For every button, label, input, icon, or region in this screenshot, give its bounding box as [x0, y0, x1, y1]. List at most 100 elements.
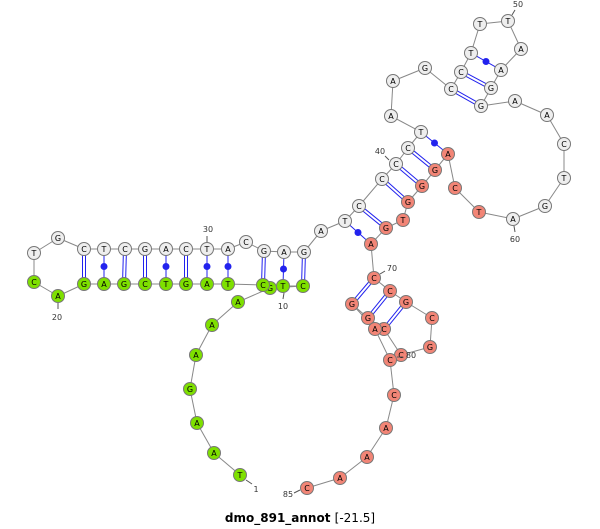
svg-text:C: C	[448, 85, 454, 94]
nucleotide-53: G	[484, 81, 498, 95]
nucleotide-83: A	[360, 450, 374, 464]
svg-text:A: A	[281, 248, 287, 257]
svg-text:G: G	[488, 84, 494, 93]
svg-text:T: T	[31, 249, 37, 258]
svg-text:C: C	[391, 391, 397, 400]
svg-text:A: A	[204, 280, 210, 289]
svg-text:T: T	[237, 471, 243, 480]
svg-text:A: A	[318, 227, 324, 236]
nucleotide-16: C	[138, 277, 152, 291]
svg-text:T: T	[342, 217, 348, 226]
base-pair	[224, 255, 232, 278]
svg-text:G: G	[349, 300, 355, 309]
nucleotide-24: C	[77, 242, 91, 256]
svg-text:G: G	[121, 280, 127, 289]
svg-text:C: C	[243, 238, 249, 247]
nucleotide-65: G	[415, 179, 429, 193]
index-label-80: 80	[397, 351, 416, 360]
wobble-pair-dot	[224, 263, 232, 270]
nucleotide-48: T	[464, 46, 478, 60]
index-label-40: 40	[375, 147, 390, 161]
svg-text:A: A	[163, 245, 169, 254]
svg-text:A: A	[209, 321, 215, 330]
svg-text:C: C	[300, 282, 306, 291]
nucleotide-46: C	[444, 82, 458, 96]
svg-text:G: G	[405, 198, 411, 207]
free-energy: [-21.5]	[334, 511, 376, 525]
nucleotide-38: C	[352, 199, 366, 213]
wobble-pair-dot	[162, 263, 170, 270]
svg-text:C: C	[452, 184, 458, 193]
nucleotide-40: C	[389, 157, 403, 171]
svg-text:A: A	[225, 245, 231, 254]
svg-text:G: G	[432, 166, 438, 175]
svg-text:A: A	[518, 45, 524, 54]
svg-text:G: G	[427, 343, 433, 352]
nucleotide-78: G	[345, 297, 359, 311]
nucleotide-6: A	[205, 318, 219, 332]
svg-text:A: A	[364, 453, 370, 462]
svg-text:C: C	[458, 68, 464, 77]
svg-text:C: C	[398, 351, 404, 360]
base-pair	[386, 305, 404, 326]
svg-text:C: C	[81, 245, 87, 254]
svg-text:G: G	[261, 247, 267, 256]
wobble-pair-dot	[354, 229, 362, 236]
base-pair	[280, 258, 287, 280]
svg-text:G: G	[55, 234, 61, 243]
nucleotide-35: G	[297, 245, 311, 259]
svg-text:A: A	[372, 325, 378, 334]
nucleotide-41: C	[401, 141, 415, 155]
svg-text:C: C	[122, 245, 128, 254]
svg-text:C: C	[429, 314, 435, 323]
structure-title: dmo_891_annot [-21.5]	[0, 511, 600, 525]
nucleotide-61: T	[472, 205, 486, 219]
nucleotide-47: C	[454, 65, 468, 79]
nucleotide-5: A	[189, 348, 203, 362]
base-pair	[143, 255, 147, 278]
base-pair	[399, 166, 419, 184]
index-label-10: 10	[278, 292, 288, 311]
nucleotide-80: C	[383, 353, 397, 367]
svg-text:T: T	[400, 216, 406, 225]
svg-text:T: T	[505, 17, 511, 26]
svg-text:T: T	[468, 49, 474, 58]
svg-text:T: T	[280, 282, 286, 291]
nucleotide-32: C	[239, 235, 253, 249]
nucleotide-18: A	[97, 277, 111, 291]
svg-text:G: G	[383, 224, 389, 233]
svg-text:G: G	[422, 64, 428, 73]
nucleotide-13: A	[200, 277, 214, 291]
svg-text:C: C	[304, 484, 310, 493]
svg-text:A: A	[390, 77, 396, 86]
nucleotide-2: A	[207, 446, 221, 460]
base-pair	[122, 255, 127, 278]
nucleotide-45: G	[418, 61, 432, 75]
nucleotide-22: T	[27, 246, 41, 260]
base-pair	[100, 255, 108, 278]
nucleotide-54: G	[474, 99, 488, 113]
nucleotide-7: A	[231, 295, 245, 309]
base-pair	[385, 181, 405, 200]
index-label-30: 30	[203, 225, 213, 242]
nucleotide-51: A	[514, 42, 528, 56]
svg-text:A: A	[235, 298, 241, 307]
nucleotide-1: T	[233, 468, 247, 482]
wobble-pair-dot	[431, 139, 438, 147]
base-pair	[203, 255, 211, 278]
svg-text:C: C	[405, 144, 411, 153]
nucleotide-11: C	[256, 278, 270, 292]
svg-text:T: T	[163, 280, 169, 289]
svg-text:G: G	[187, 385, 193, 394]
nucleotide-74: G	[423, 340, 437, 354]
nucleotide-56: A	[540, 108, 554, 122]
svg-text:A: A	[544, 111, 550, 120]
svg-text:A: A	[498, 66, 504, 75]
svg-text:70: 70	[387, 264, 397, 273]
base-pair	[354, 281, 372, 301]
index-label-50: 50	[511, 0, 523, 16]
svg-text:A: A	[101, 280, 107, 289]
base-pair	[425, 135, 444, 151]
nucleotide-77: G	[361, 311, 375, 325]
nucleotide-36: A	[314, 224, 328, 238]
